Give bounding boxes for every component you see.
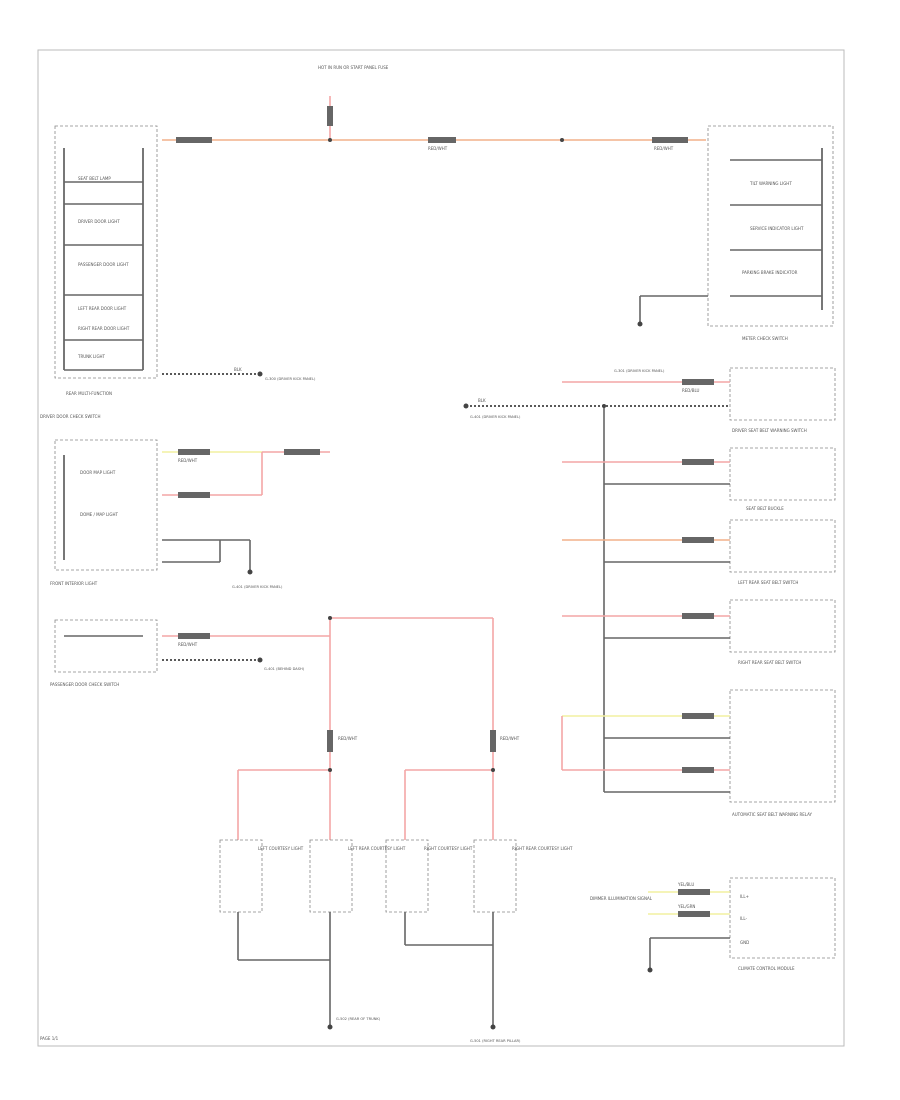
light-right-rear-door: RIGHT REAR DOOR LIGHT	[78, 326, 130, 331]
light-dome-map: DOME / MAP LIGHT	[80, 512, 118, 517]
buckle-title: SEAT BELT BUCKLE	[746, 506, 784, 511]
ground-g502: G-502 (REAR OF TRUNK)	[336, 1017, 381, 1021]
ground-g300: G-300 (DRIVER KICK PANEL)	[265, 377, 316, 381]
light-trunk: TRUNK LIGHT	[77, 354, 106, 359]
wire-tag-vert-left	[327, 730, 333, 752]
wire-tag-seat	[682, 379, 714, 385]
wire-tag-right-rear	[682, 613, 714, 619]
wire-label-vert-left: RED/WHT	[338, 736, 358, 741]
wire-tag-front-2	[178, 492, 210, 498]
light-service: SERVICE INDICATOR LIGHT	[750, 226, 804, 231]
wire-tag-top-right	[652, 137, 688, 143]
right-rear-courtesy-title: RIGHT REAR COURTESY LIGHT	[512, 846, 573, 851]
wire-tag-top-mid	[428, 137, 456, 143]
meter-check-switch-block: TILT WARNING LIGHT SERVICE INDICATOR LIG…	[614, 125, 834, 373]
wire-tag-top-left	[176, 137, 212, 143]
top-feed: HOT IN RUN OR START PANEL FUSE RED/WHT R…	[162, 65, 706, 151]
wire-tag-vert-right	[490, 730, 496, 752]
right-courtesy-title: RIGHT COURTESY LIGHT	[424, 846, 473, 851]
climate-pin-ill-pos: ILL+	[740, 894, 749, 899]
light-passenger-door: PASSENGER DOOR LIGHT	[78, 262, 129, 267]
wire-label-climate-a: YEL/BLU	[677, 882, 694, 887]
wire-label-climate-b: YEL/GRN	[677, 904, 695, 909]
climate-control-block: YEL/BLU YEL/GRN ILL+ ILL- GND DIMMER ILL…	[590, 877, 836, 973]
climate-note: DIMMER ILLUMINATION SIGNAL	[590, 896, 653, 901]
wire-label-seat: RED/BLU	[682, 388, 700, 393]
wire-tag-climate-b	[678, 911, 710, 917]
driver-seat-title: DRIVER SEAT BELT WARNING SWITCH	[732, 428, 807, 433]
left-rear-courtesy-title: LEFT REAR COURTESY LIGHT	[348, 846, 406, 851]
driver-door-title: DRIVER DOOR CHECK SWITCH	[40, 414, 100, 419]
wire-tag-relay-2	[682, 767, 714, 773]
light-driver-door: DRIVER DOOR LIGHT	[78, 219, 120, 224]
fuse-label: HOT IN RUN OR START PANEL FUSE	[318, 65, 389, 70]
light-seat-belt: SEAT BELT LAMP	[78, 176, 111, 181]
front-interior-title: FRONT INTERIOR LIGHT	[50, 581, 98, 586]
left-courtesy-title: LEFT COURTESY LIGHT	[258, 846, 304, 851]
wire-tag-front-3	[284, 449, 320, 455]
climate-title: CLIMATE CONTROL MODULE	[738, 966, 795, 971]
wire-label-top: RED/WHT	[428, 146, 448, 151]
left-rear-seatbelt-title: LEFT REAR SEAT BELT SWITCH	[738, 580, 798, 585]
wire-tag-climate-a	[678, 889, 710, 895]
driver-door-sub: REAR MULTI-FUNCTION	[66, 391, 112, 396]
wire-tag-buckle	[682, 459, 714, 465]
light-left-rear-door: LEFT REAR DOOR LIGHT	[78, 306, 127, 311]
courtesy-light-tree: RED/WHT RED/WHT LEFT COURTESY LIGHT LEFT…	[219, 616, 573, 1043]
wire-label-pass: RED/WHT	[178, 642, 198, 647]
diagram-frame	[37, 49, 845, 1047]
wire-label-vert-right: RED/WHT	[500, 736, 520, 741]
ground-g301: G-301 (DRIVER KICK PANEL)	[614, 369, 665, 373]
wire-label-gnd-blk: BLK	[478, 398, 486, 403]
meter-title: METER CHECK SWITCH	[742, 336, 788, 341]
wire-tag-front-1	[178, 449, 210, 455]
light-door-map: DOOR MAP LIGHT	[80, 470, 116, 475]
wire-tag-left-rear	[682, 537, 714, 543]
fuse-wire-tag	[327, 106, 333, 126]
wire-tag-relay-1	[682, 713, 714, 719]
ground-g401-right: G-401 (DRIVER KICK PANEL)	[470, 415, 521, 419]
light-tilt: TILT WARNING LIGHT	[749, 181, 792, 186]
driver-door-switch-block: SEAT BELT LAMP DRIVER DOOR LIGHT PASSENG…	[40, 125, 316, 419]
climate-pin-ill-neg: ILL-	[740, 916, 748, 921]
passenger-door-switch-block: RED/WHT G-401 (BEHIND DASH) PASSENGER DO…	[50, 619, 330, 687]
page-ref: PAGE 1/1	[40, 1036, 59, 1041]
ground-g401-dash: G-401 (BEHIND DASH)	[264, 667, 305, 671]
wire-label-top-right: RED/WHT	[654, 146, 674, 151]
wire-label-front: RED/WHT	[178, 458, 198, 463]
right-rear-seatbelt-title: RIGHT REAR SEAT BELT SWITCH	[738, 660, 801, 665]
front-interior-light-block: DOOR MAP LIGHT DOME / MAP LIGHT RED/WHT …	[50, 439, 330, 589]
right-switch-stack: BLK G-401 (DRIVER KICK PANEL) RED/BLU DR…	[463, 367, 836, 817]
wire-label-door-blk: BLK	[234, 367, 242, 372]
auto-seatbelt-title: AUTOMATIC SEAT BELT WARNING RELAY	[732, 812, 813, 817]
climate-pin-gnd: GND	[740, 940, 749, 945]
ground-g501: G-501 (RIGHT REAR PILLAR)	[470, 1039, 521, 1043]
passenger-door-title: PASSENGER DOOR CHECK SWITCH	[50, 682, 119, 687]
wire-tag-pass	[178, 633, 210, 639]
ground-g401-kick: G-401 (DRIVER KICK PANEL)	[232, 585, 283, 589]
light-parking: PARKING BRAKE INDICATOR	[742, 270, 798, 275]
